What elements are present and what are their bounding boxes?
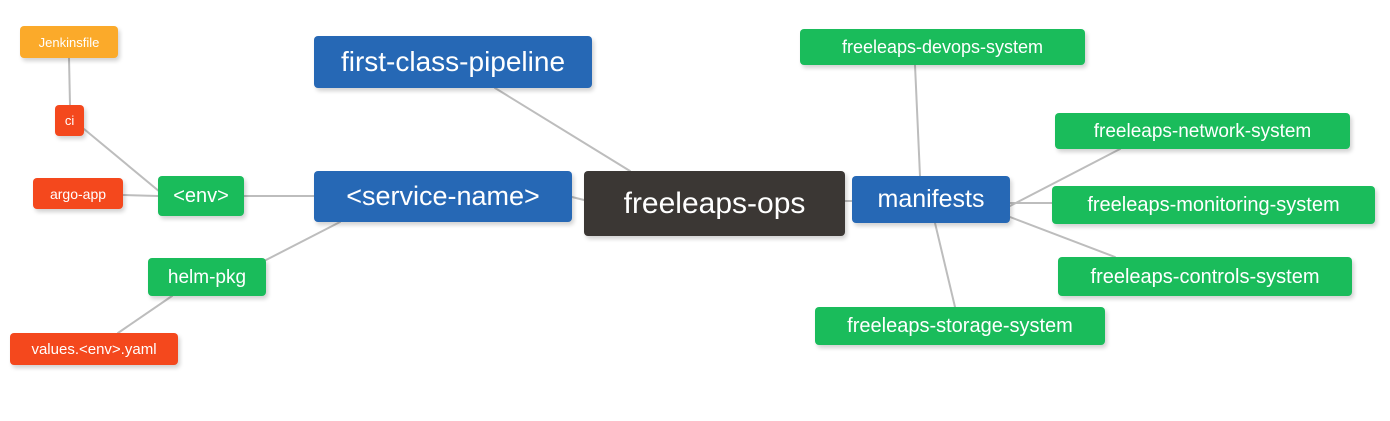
node-freeleaps-controls-system[interactable]: freeleaps-controls-system [1058,257,1352,296]
edge-argo-app-to-env [122,194,159,197]
node-manifests[interactable]: manifests [852,176,1010,223]
node-freeleaps-network-system[interactable]: freeleaps-network-system [1055,113,1350,149]
node-freeleaps-monitoring-system[interactable]: freeleaps-monitoring-system [1052,186,1375,224]
edge-manifests-to-freeleaps-storage-system [934,222,956,308]
node-env[interactable]: <env> [158,176,244,216]
node-helm-pkg[interactable]: helm-pkg [148,258,266,296]
node-first-class-pipeline[interactable]: first-class-pipeline [314,36,592,88]
node-service-name[interactable]: <service-name> [314,171,572,222]
node-freeleaps-storage-system[interactable]: freeleaps-storage-system [815,307,1105,345]
edge-helm-pkg-to-values-yaml [117,295,173,334]
node-freeleaps-ops[interactable]: freeleaps-ops [584,171,845,236]
node-label-freeleaps-storage-system: freeleaps-storage-system [847,315,1073,337]
edge-manifests-to-freeleaps-devops-system [914,64,921,177]
node-argo-app[interactable]: argo-app [33,178,123,209]
node-ci[interactable]: ci [55,105,84,136]
node-label-argo-app: argo-app [49,185,107,202]
node-label-freeleaps-controls-system: freeleaps-controls-system [1090,265,1320,288]
node-label-ci: ci [64,113,75,128]
edge-service-name-to-helm-pkg [265,221,341,261]
node-label-freeleaps-monitoring-system: freeleaps-monitoring-system [1087,194,1340,216]
node-label-freeleaps-network-system: freeleaps-network-system [1093,120,1312,142]
edge-jenkinsfile-to-ci [68,57,71,106]
node-label-values-yaml: values.<env>.yaml [31,340,157,358]
node-values-yaml[interactable]: values.<env>.yaml [10,333,178,365]
node-freeleaps-devops-system[interactable]: freeleaps-devops-system [800,29,1085,65]
node-label-service-name: <service-name> [346,181,540,211]
node-label-freeleaps-ops: freeleaps-ops [623,186,806,220]
node-label-jenkinsfile: Jenkinsfile [38,34,100,50]
edge-service-name-to-freeleaps-ops [571,196,585,201]
node-label-helm-pkg: helm-pkg [167,266,247,288]
node-label-first-class-pipeline: first-class-pipeline [340,46,566,77]
node-jenkinsfile[interactable]: Jenkinsfile [20,26,118,58]
node-label-freeleaps-devops-system: freeleaps-devops-system [841,37,1044,57]
node-label-env: <env> [173,185,229,207]
edge-first-class-pipeline-to-freeleaps-ops [494,87,631,172]
node-label-manifests: manifests [877,185,985,213]
